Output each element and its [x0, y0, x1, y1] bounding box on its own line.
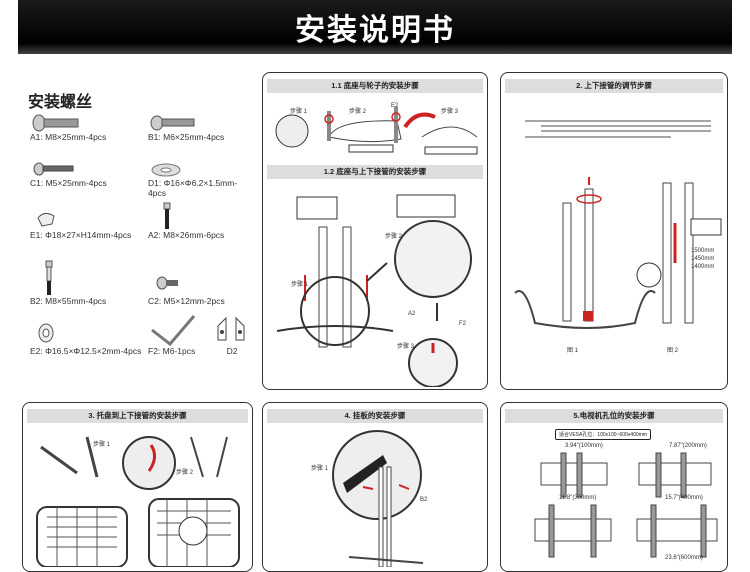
mount-plate-illustration	[332, 430, 424, 567]
step-label: 步骤 3	[397, 344, 415, 350]
step-label: 步骤 3	[441, 109, 459, 115]
part-callout: F2	[459, 321, 467, 327]
step-label: 步骤 1	[311, 466, 329, 472]
parts-title: 安装螺丝	[28, 94, 93, 111]
part-a2: A2: M8×26mm-6pcs	[148, 202, 224, 240]
hex-bolt-icon	[45, 260, 53, 295]
part-label: D2	[226, 346, 238, 356]
panel-tube-adjustment: 2. 上下接管的调节步骤 1500mm 1450mm 1400mm 图 1 图 …	[500, 72, 728, 390]
part-label: C1: M5×25mm-4pcs	[30, 178, 107, 188]
instruction-text-lines	[525, 120, 711, 138]
part-e1: E1: Φ18×27×H14mm-4pcs	[30, 208, 131, 240]
manual-title: 安装说明书	[295, 14, 455, 47]
height-label: 1450mm	[691, 256, 715, 262]
part-c2: C2: M5×12mm-2pcs	[148, 270, 225, 306]
panel-base-installation: 1.1 底座与轮子的安装步骤 步骤 1 步骤 2 步骤 3 E2 1.2 底座与…	[262, 72, 488, 390]
part-callout: A2	[408, 311, 416, 317]
part-label: B2: M8×55mm-4pcs	[30, 296, 107, 306]
part-label: E1: Φ18×27×H14mm-4pcs	[30, 230, 132, 240]
dimension-label: 23.6"(600mm)	[665, 555, 703, 561]
manual-header: 安装说明书	[18, 0, 732, 54]
hex-bolt-icon	[163, 202, 171, 229]
base-tube-illustration	[276, 194, 472, 387]
part-d1: D1: Φ16×Φ6.2×1.5mm-4pcs	[148, 160, 254, 198]
bolt-icon	[150, 115, 195, 131]
panel-tv-hole-positions: 5.电视机孔位的安装步骤 适合VESA孔位：100x100~600x400mm …	[500, 402, 728, 572]
height-label: 1500mm	[691, 248, 715, 254]
panel-title: 1.1 底座与轮子的安装步骤	[267, 79, 483, 93]
panel-tray-installation: 3. 托盘到上下接管的安装步骤 步骤 1 步骤 2	[22, 402, 253, 572]
part-label: C2: M5×12mm-2pcs	[148, 296, 225, 306]
spacer-icon	[37, 212, 55, 227]
washer-icon	[151, 163, 181, 177]
part-label: B1: M6×25mm-4pcs	[148, 132, 225, 142]
bracket-icon	[217, 316, 245, 341]
panel-title: 5.电视机孔位的安装步骤	[505, 409, 723, 423]
step-label: 步骤 1	[290, 109, 308, 115]
part-b2: B2: M8×55mm-4pcs	[30, 260, 106, 306]
tube-adjust-illustration	[514, 177, 722, 329]
part-label: A2: M8×26mm-6pcs	[148, 230, 225, 240]
screw-parts-list: 安装螺丝 A1: M8×25mm-4pcs B1: M6×25mm-4pcs C…	[22, 80, 254, 380]
part-label: D1: Φ16×Φ6.2×1.5mm-4pcs	[148, 178, 238, 198]
panel-title: 3. 托盘到上下接管的安装步骤	[27, 409, 248, 423]
bolt-icon	[156, 276, 178, 290]
dimension-label: 7.87"(200mm)	[669, 443, 707, 449]
part-label: A1: M8×25mm-4pcs	[30, 132, 107, 142]
bolt-icon	[33, 162, 74, 176]
dimension-label: 15.7"(400mm)	[665, 495, 703, 501]
dimension-label: 3.94"(100mm)	[565, 443, 603, 449]
step-label: 步骤 2	[349, 109, 367, 115]
hex-key-icon	[151, 315, 196, 346]
part-d2: D2	[212, 316, 252, 356]
step-label: 步骤 1	[291, 282, 309, 288]
part-label: F2: M6-1pcs	[148, 346, 196, 356]
dimension-label: 11.8"(300mm)	[559, 495, 597, 501]
height-label: 1400mm	[691, 264, 715, 270]
figure-label: 图 2	[667, 348, 679, 354]
panel-subtitle: 1.2 底座与上下接管的安装步骤	[267, 165, 483, 179]
tray-illustration	[36, 436, 240, 567]
part-label: E2: Φ16.5×Φ12.5×2mm-4pcs	[30, 346, 142, 356]
figure-label: 图 1	[567, 348, 579, 354]
part-a1: A1: M8×25mm-4pcs	[30, 114, 106, 142]
panel-title: 2. 上下接管的调节步骤	[505, 79, 723, 93]
step-label: 步骤 2	[385, 234, 403, 240]
part-callout: E2	[391, 103, 399, 109]
vesa-diagrams	[534, 452, 718, 558]
part-callout: B2	[420, 497, 428, 503]
bolt-icon	[32, 114, 79, 132]
part-e2: E2: Φ16.5×Φ12.5×2mm-4pcs	[30, 320, 141, 356]
base-wheels-illustration	[275, 107, 478, 155]
panel-mount-plate-installation: 4. 挂板的安装步骤 步骤 1 B2	[262, 402, 488, 572]
step-label: 步骤 1	[93, 442, 111, 448]
part-c1: C1: M5×25mm-4pcs	[30, 160, 107, 188]
washer-icon	[38, 323, 54, 343]
part-b1: B1: M6×25mm-4pcs	[148, 114, 224, 142]
step-label: 步骤 2	[176, 470, 194, 476]
part-f2: F2: M6-1pcs	[148, 314, 208, 356]
panel-title: 4. 挂板的安装步骤	[267, 409, 483, 423]
vesa-badge: 适合VESA孔位：100x100~600x400mm	[555, 429, 651, 440]
